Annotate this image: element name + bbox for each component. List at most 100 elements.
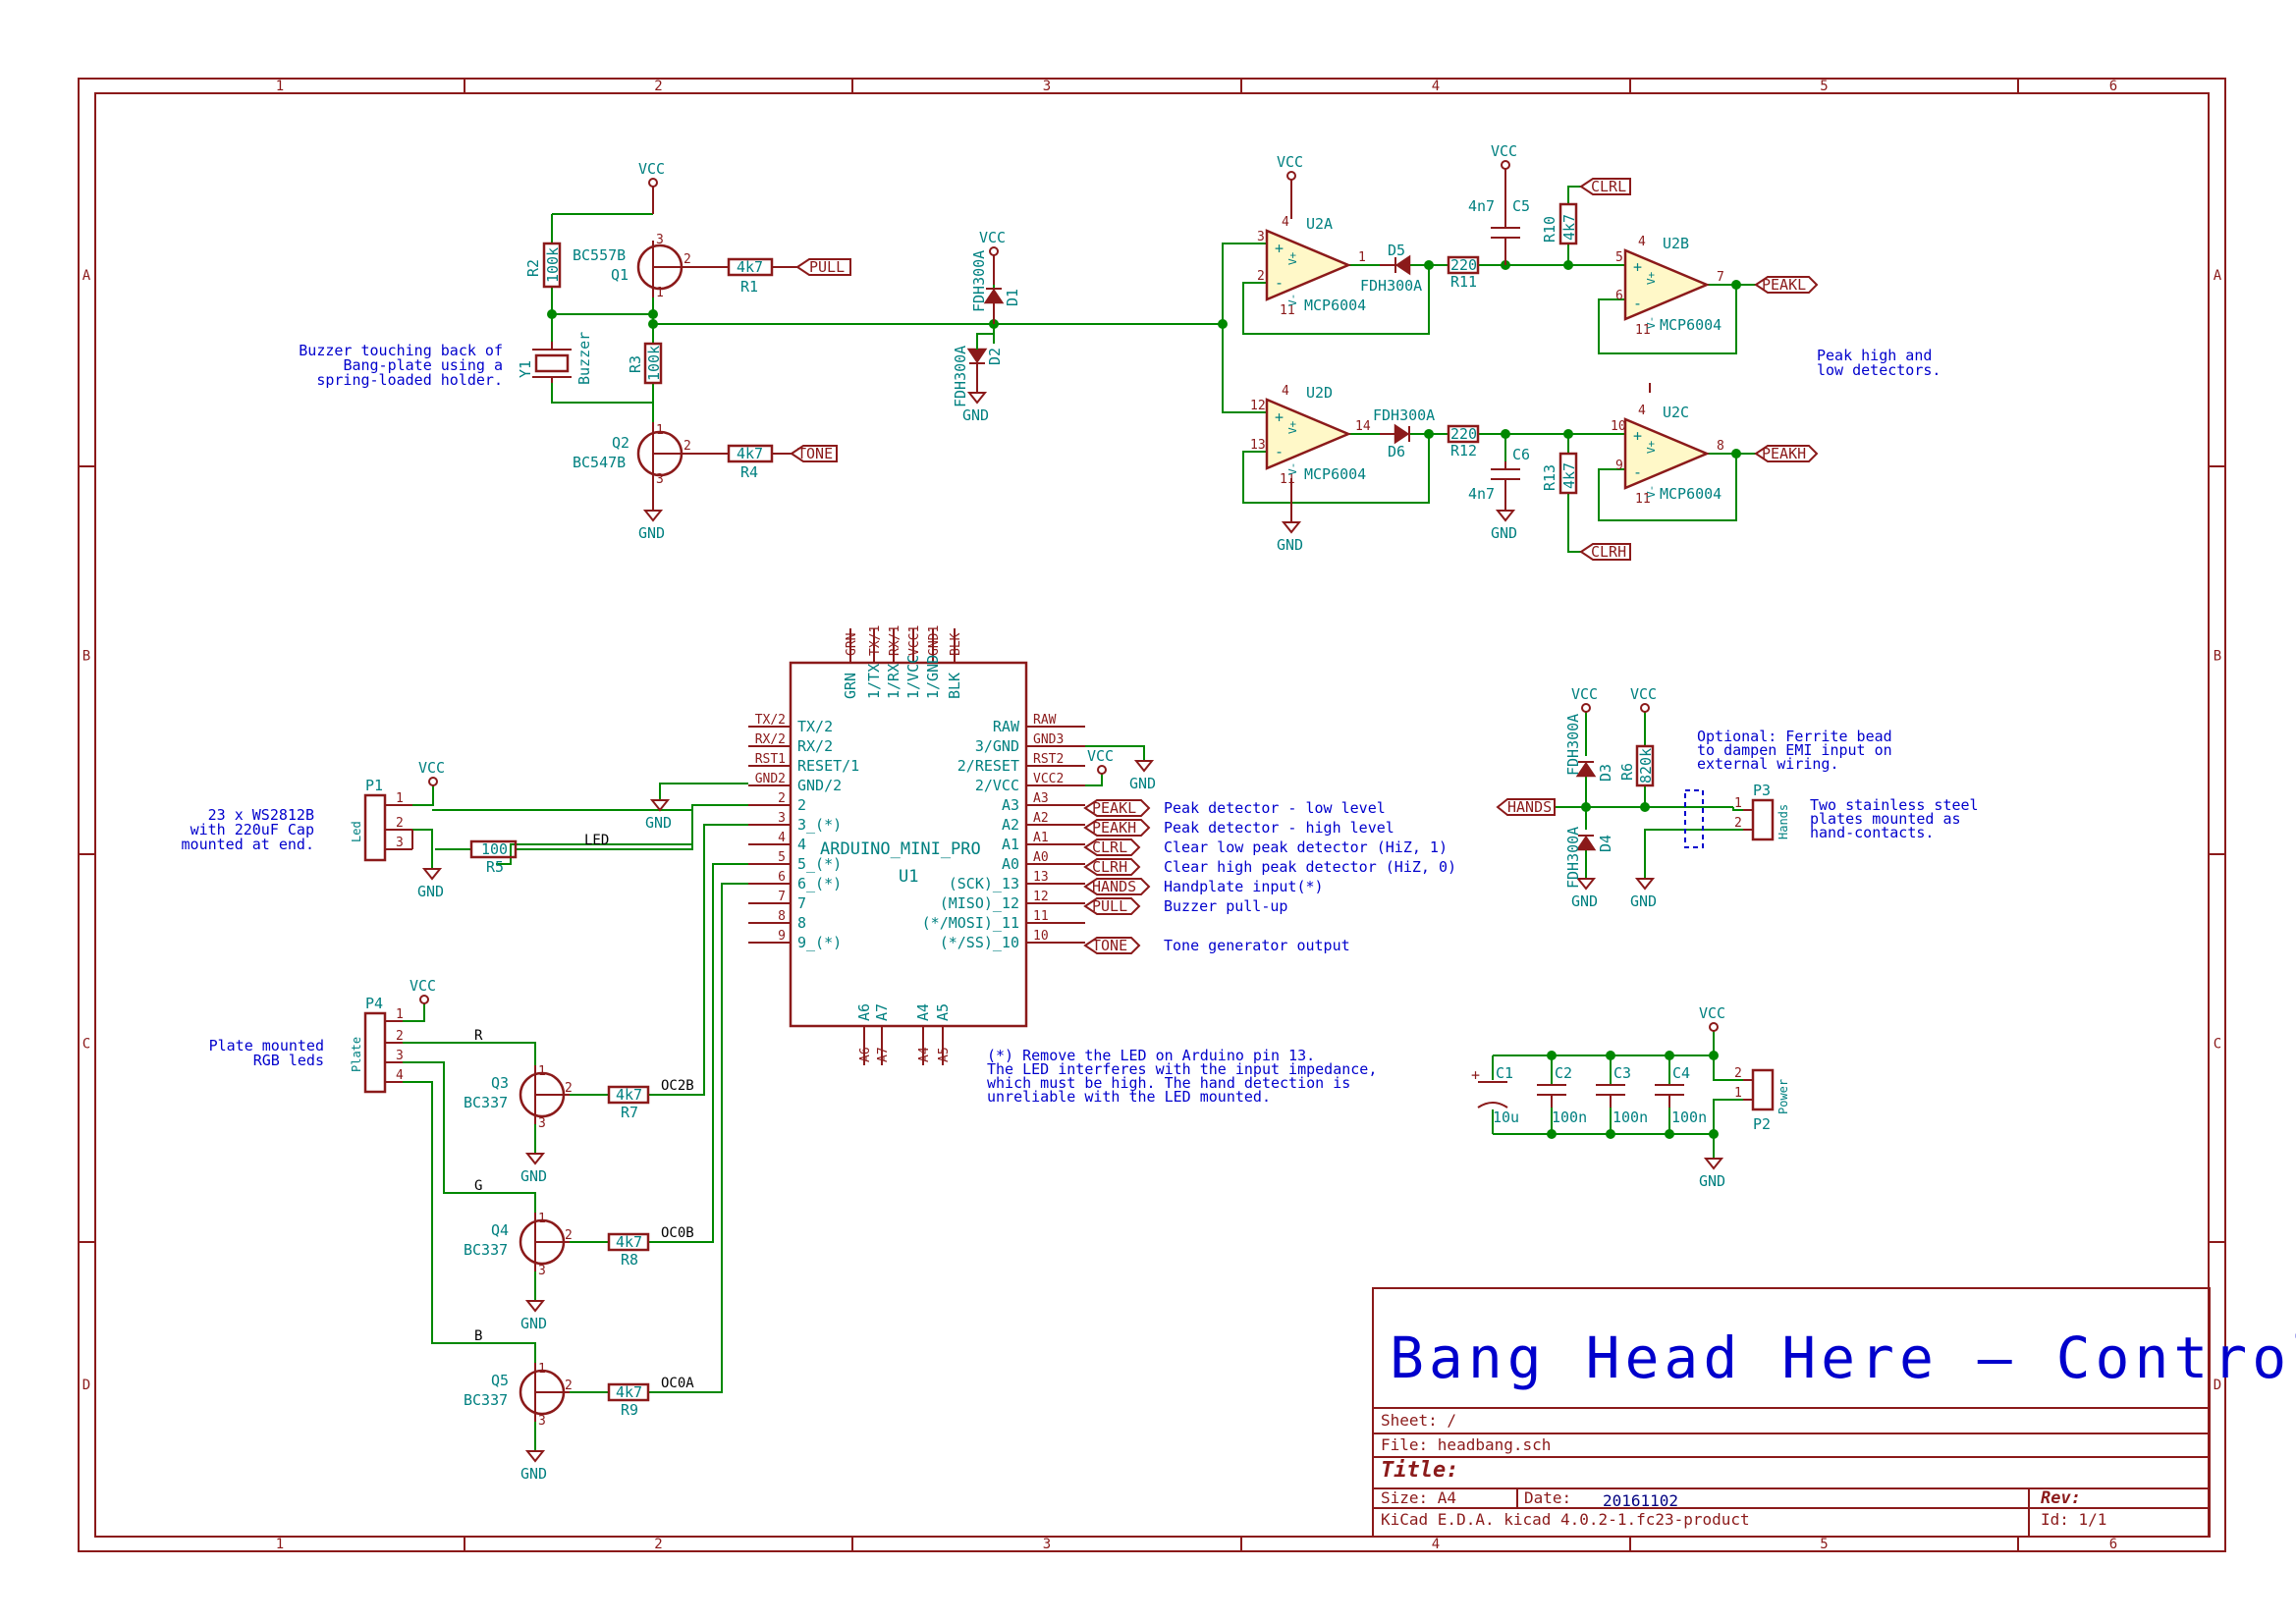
note-plate-1: Plate mounted: [209, 1037, 324, 1054]
resistor-r8: 4k7 R8 OC0B: [607, 1225, 694, 1269]
u1-bottom-pin-3: A5: [937, 1047, 952, 1062]
text-parts-c1-ref: C1: [1496, 1064, 1513, 1082]
text-parts-p3-ref: P3: [1753, 782, 1771, 799]
u1-top-name-5: BLK: [946, 673, 963, 699]
gnd-p1: GND: [417, 868, 444, 900]
grid-col-top-6: 6: [2109, 79, 2117, 94]
text-parts-d1-val: FDH300A: [970, 250, 988, 312]
text-parts-q1-val: BC557B: [573, 246, 626, 264]
text-parts-u2a-val: MCP6004: [1304, 297, 1366, 314]
grid-col-bottom-4: 4: [1432, 1537, 1440, 1552]
svg-text:2: 2: [1257, 269, 1265, 284]
u1-left-name-9: 7: [797, 894, 806, 912]
pin-description-0: Peak detector - low level: [1164, 799, 1386, 817]
diode-d1: FDH300A D1: [970, 250, 1021, 324]
text-parts-r1-val: 4k7: [737, 258, 763, 276]
svg-text:3: 3: [538, 1116, 546, 1131]
net-label-clrh-ard: CLRH: [1083, 858, 1141, 876]
svg-text:+: +: [1633, 258, 1642, 276]
text-parts-c4-ref: C4: [1672, 1064, 1690, 1082]
gnd-q4: GND: [520, 1300, 547, 1332]
svg-text:4: 4: [1282, 384, 1289, 399]
u1-right-name-9: (MISO)_12: [940, 894, 1019, 912]
diode-d2: FDH300A D2: [952, 324, 1004, 407]
capacitor-c3: C3 100n: [1596, 1064, 1648, 1126]
gnd-c6: GND: [1491, 491, 1517, 542]
resistor-r11: 220 R11: [1447, 255, 1480, 291]
text-parts-r2-ref: R2: [524, 259, 542, 277]
note-remove-led-2: The LED interferes with the input impeda…: [987, 1060, 1377, 1078]
svg-text:3: 3: [656, 233, 664, 247]
note-buzzer-line1: Buzzer touching back of: [299, 342, 503, 359]
u1-left-name-10: 8: [797, 914, 806, 932]
text-parts-r12-ref: R12: [1450, 442, 1477, 460]
u1-right-name-5: A2: [1002, 816, 1019, 834]
grid-col-bottom-6: 6: [2109, 1537, 2117, 1552]
project-title: Bang Head Here — Control: [1390, 1325, 2296, 1391]
svg-text:6: 6: [1615, 289, 1623, 303]
grid-row-right-A: A: [2214, 268, 2222, 284]
capacitor-c2: C2 100n: [1537, 1064, 1587, 1126]
text-parts-c6-ref: C6: [1512, 446, 1530, 463]
text-labels-gnd: GND: [962, 406, 989, 424]
text-parts-r4-ref: R4: [740, 463, 758, 481]
text-parts-r11-ref: R11: [1450, 273, 1477, 291]
gnd-d4: GND: [1571, 878, 1598, 910]
text-labels-gnd: GND: [1129, 775, 1156, 792]
wires: [403, 186, 1756, 1451]
u1-left-name-8: 6_(*): [797, 875, 842, 892]
text-parts-u2d-val: MCP6004: [1304, 465, 1366, 483]
u1-right-pin-8: 13: [1033, 870, 1049, 885]
text-parts-u2b-val: MCP6004: [1660, 316, 1722, 334]
note-hands-3: hand-contacts.: [1810, 824, 1934, 841]
u1-right-name-8: (SCK)_13: [949, 875, 1019, 892]
transistor-q3: 132 Q3 BC337: [464, 1064, 573, 1131]
u1-right-pin-11: 10: [1033, 929, 1049, 944]
vcc-p1: VCC: [418, 759, 445, 786]
text-parts-u2b-ref: U2B: [1663, 235, 1689, 252]
resistor-r3: 100k R3: [627, 342, 663, 385]
text-labels-oc2b: OC2B: [661, 1078, 694, 1094]
diode-d6: FDH300A D6: [1373, 406, 1435, 460]
transistor-q5: 132 Q5 BC337: [464, 1362, 573, 1429]
text-parts-p4-ref: P4: [365, 995, 383, 1012]
grid-col-bottom-5: 5: [1820, 1537, 1828, 1552]
u1-left-pin-5: 3: [778, 811, 786, 826]
u1-left-name-4: 2: [797, 796, 806, 814]
note-remove-led-1: (*) Remove the LED on Arduino pin 13.: [987, 1047, 1315, 1064]
sheet-size: Size: A4: [1381, 1488, 1456, 1507]
text-labels-vcc: VCC: [1630, 685, 1657, 703]
text-labels-led: LED: [584, 833, 609, 848]
text-labels-b: B: [474, 1328, 482, 1344]
svg-text:-: -: [1275, 443, 1284, 460]
vcc-u2a: VCC: [1277, 153, 1303, 219]
note-ferrite-3: external wiring.: [1697, 755, 1839, 773]
u1-top-name-0: GRN: [842, 673, 859, 699]
u1-left-name-6: 4: [797, 836, 806, 853]
text-labels-gnd: GND: [520, 1465, 547, 1483]
power-decoupling: + C1 10u C2 100n C3 100n C4 100n: [1471, 1064, 1790, 1133]
u1-right-name-0: RAW: [993, 718, 1020, 735]
text-parts-d3-val: FDH300A: [1564, 714, 1582, 776]
note-hands-2: plates mounted as: [1810, 810, 1961, 828]
svg-text:4: 4: [1638, 235, 1646, 249]
u1-value: ARDUINO_MINI_PRO: [820, 839, 981, 859]
plate-rgb-drivers: 1 2 3 4 P4 Plate Plate mounted RGB leds …: [209, 995, 695, 1429]
svg-text:10: 10: [1611, 419, 1626, 434]
text-labels-r: R: [474, 1028, 483, 1044]
text-labels-vcc: VCC: [1571, 685, 1598, 703]
text-labels-gnd: GND: [645, 814, 672, 832]
transistor-q2: 132 Q2 BC547B: [573, 422, 697, 487]
svg-text:3: 3: [538, 1264, 546, 1278]
vcc-power: VCC: [1699, 1004, 1725, 1032]
u1-left-name-0: TX/2: [797, 718, 833, 735]
text-labels-gnd: GND: [1571, 892, 1598, 910]
svg-text:-: -: [1275, 274, 1284, 292]
text-labels-gnd: GND: [1630, 892, 1657, 910]
text-parts-r7-ref: R7: [621, 1104, 638, 1121]
text-parts-p2-val: Power: [1777, 1079, 1790, 1114]
svg-text:1: 1: [538, 1064, 546, 1079]
diode-d3: FDH300A D3: [1564, 714, 1614, 782]
svg-text:2: 2: [565, 1228, 573, 1243]
